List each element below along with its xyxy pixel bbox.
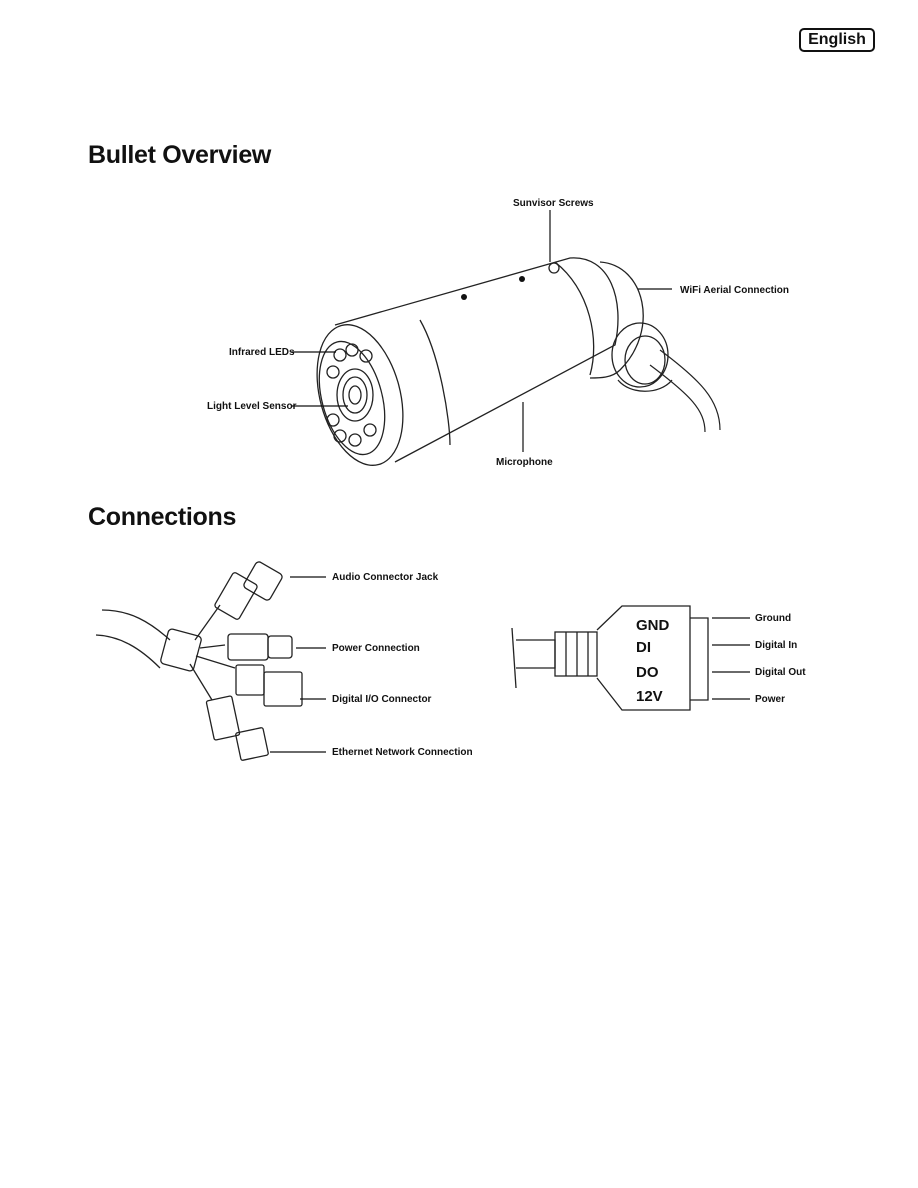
label-sunvisor-screws: Sunvisor Screws bbox=[513, 198, 594, 209]
pin-gnd: GND bbox=[636, 617, 670, 634]
label-power-connection: Power Connection bbox=[332, 643, 420, 654]
label-ground: Ground bbox=[755, 613, 791, 624]
label-ethernet: Ethernet Network Connection bbox=[332, 747, 473, 758]
language-badge: English bbox=[799, 28, 875, 52]
label-power: Power bbox=[755, 694, 785, 705]
label-digital-in: Digital In bbox=[755, 640, 797, 651]
pin-12v: 12V bbox=[636, 688, 663, 705]
connections-heading: Connections bbox=[88, 503, 237, 531]
label-light-sensor: Light Level Sensor bbox=[207, 401, 297, 412]
label-digital-out: Digital Out bbox=[755, 667, 806, 678]
bullet-overview-heading: Bullet Overview bbox=[88, 141, 272, 169]
pin-do: DO bbox=[636, 664, 659, 681]
label-wifi-aerial: WiFi Aerial Connection bbox=[680, 285, 789, 296]
pin-di: DI bbox=[636, 639, 651, 656]
label-infrared-leds: Infrared LEDs bbox=[229, 347, 295, 358]
label-microphone: Microphone bbox=[496, 457, 553, 468]
label-audio-jack: Audio Connector Jack bbox=[332, 572, 439, 583]
label-digital-io: Digital I/O Connector bbox=[332, 694, 432, 705]
